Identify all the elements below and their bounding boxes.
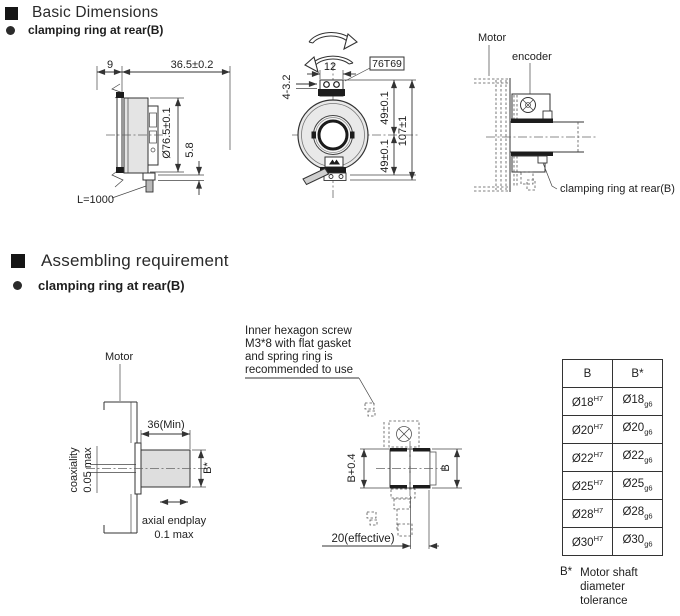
table-cell-shaft: Ø18g6 xyxy=(612,387,663,416)
dim-label-9: 9 xyxy=(107,59,113,71)
table-cell-shaft: Ø20g6 xyxy=(612,415,663,444)
side-view-drawing: 9 36.5±0.2 L=1000 xyxy=(77,59,231,206)
screw-note-line3: and spring ring is xyxy=(245,351,333,363)
table-cell-shaft: Ø25g6 xyxy=(612,471,663,500)
screw-note-line1: Inner hexagon screw xyxy=(245,325,352,337)
dim-label-49-lower: 49±0.1 xyxy=(379,139,391,173)
mounting-view-drawing: Motor encoder xyxy=(474,32,675,195)
dim-label-36min: 36(Min) xyxy=(147,419,184,431)
dim-label-5-8: 5.8 xyxy=(184,142,196,157)
table-footnote: B* Motor shaft diameter tolerance xyxy=(560,566,638,608)
table-row: Ø25H7 Ø25g6 xyxy=(562,471,663,500)
table-header-b: B xyxy=(562,359,613,388)
endplay-value: 0.1 max xyxy=(154,529,194,541)
encoder-label: encoder xyxy=(512,51,552,63)
table-cell-bore: Ø25H7 xyxy=(562,471,613,500)
table-cell-bore: Ø30H7 xyxy=(562,527,613,556)
dim-label-12: 12 xyxy=(324,61,336,73)
coaxiality-value: 0.05 max xyxy=(82,447,94,493)
table-cell-bore: Ø22H7 xyxy=(562,443,613,472)
front-view-drawing: 12 4-3.2 76T69 49±0.1 49±0.1 xyxy=(281,32,420,198)
footnote-line: diameter xyxy=(580,581,625,593)
table-row: Ø30H7 Ø30g6 xyxy=(562,527,663,556)
table-row: Ø18H7 Ø18g6 xyxy=(562,387,663,416)
dim-label-b: B xyxy=(440,464,452,471)
footnote-mark: B* xyxy=(560,566,573,578)
coaxiality-label: coaxiality xyxy=(68,447,80,493)
square-bullet-icon xyxy=(11,254,25,268)
footnote-line: tolerance xyxy=(580,595,628,607)
section-subtitle: clamping ring at rear(B) xyxy=(28,23,164,37)
circle-bullet-icon xyxy=(13,281,22,290)
coupling-view-drawing: Inner hexagon screw M3*8 with flat gaske… xyxy=(245,325,462,549)
screw-note-line4: recommended to use xyxy=(245,364,353,376)
rotation-arrows-icon xyxy=(304,32,358,74)
table-cell-bore: Ø18H7 xyxy=(562,387,613,416)
table-cell-bore: Ø28H7 xyxy=(562,499,613,528)
section-subtitle: clamping ring at rear(B) xyxy=(38,278,185,293)
shaft-view-drawing: Motor coaxiality 0.05 max 36 xyxy=(68,351,214,541)
clamping-ring-label: clamping ring at rear(B) xyxy=(560,183,675,195)
table-cell-shaft: Ø22g6 xyxy=(612,443,663,472)
dim-label-effective: 20(effective) xyxy=(331,533,394,545)
dim-label-cable-length: L=1000 xyxy=(77,194,114,206)
dim-label-49-upper: 49±0.1 xyxy=(379,91,391,125)
table-cell-bore: Ø20H7 xyxy=(562,415,613,444)
table-row: Ø22H7 Ø22g6 xyxy=(562,443,663,472)
dim-label-holes: 4-3.2 xyxy=(281,74,293,99)
endplay-label: axial endplay xyxy=(142,515,207,527)
dim-label-107: 107±1 xyxy=(397,116,409,147)
section-assembling-subheader: clamping ring at rear(B) xyxy=(13,278,185,293)
dim-label-b-star: B* xyxy=(202,461,214,473)
table-cell-shaft: Ø30g6 xyxy=(612,527,663,556)
table-cell-shaft: Ø28g6 xyxy=(612,499,663,528)
section-assembling-header: Assembling requirement xyxy=(11,251,229,271)
table-header-b-star: B* xyxy=(612,359,663,388)
table-row: Ø20H7 Ø20g6 xyxy=(562,415,663,444)
motor-label: Motor xyxy=(478,32,506,44)
section-basic-dimensions-subheader: clamping ring at rear(B) xyxy=(6,23,163,37)
square-bullet-icon xyxy=(5,6,18,20)
section-basic-dimensions-header: Basic Dimensions xyxy=(5,4,158,22)
dim-label-total-depth: 36.5±0.2 xyxy=(171,59,214,71)
circle-bullet-icon xyxy=(6,25,15,35)
connector-label: 76T69 xyxy=(372,58,402,70)
motor-label: Motor xyxy=(105,351,133,363)
section-title: Basic Dimensions xyxy=(32,4,159,21)
section-title: Assembling requirement xyxy=(41,251,229,270)
footnote-line: Motor shaft xyxy=(580,567,638,579)
screw-note-line2: M3*8 with flat gasket xyxy=(245,338,352,350)
dim-label-b-plus: B+0.4 xyxy=(346,453,358,482)
tolerance-table: B B* Ø18H7 Ø18g6 Ø20H7 Ø20g6 Ø22H7 Ø22g6… xyxy=(562,359,663,556)
table-row: Ø28H7 Ø28g6 xyxy=(562,499,663,528)
dim-label-outer-diameter: Ø76.5±0.1 xyxy=(161,107,173,158)
